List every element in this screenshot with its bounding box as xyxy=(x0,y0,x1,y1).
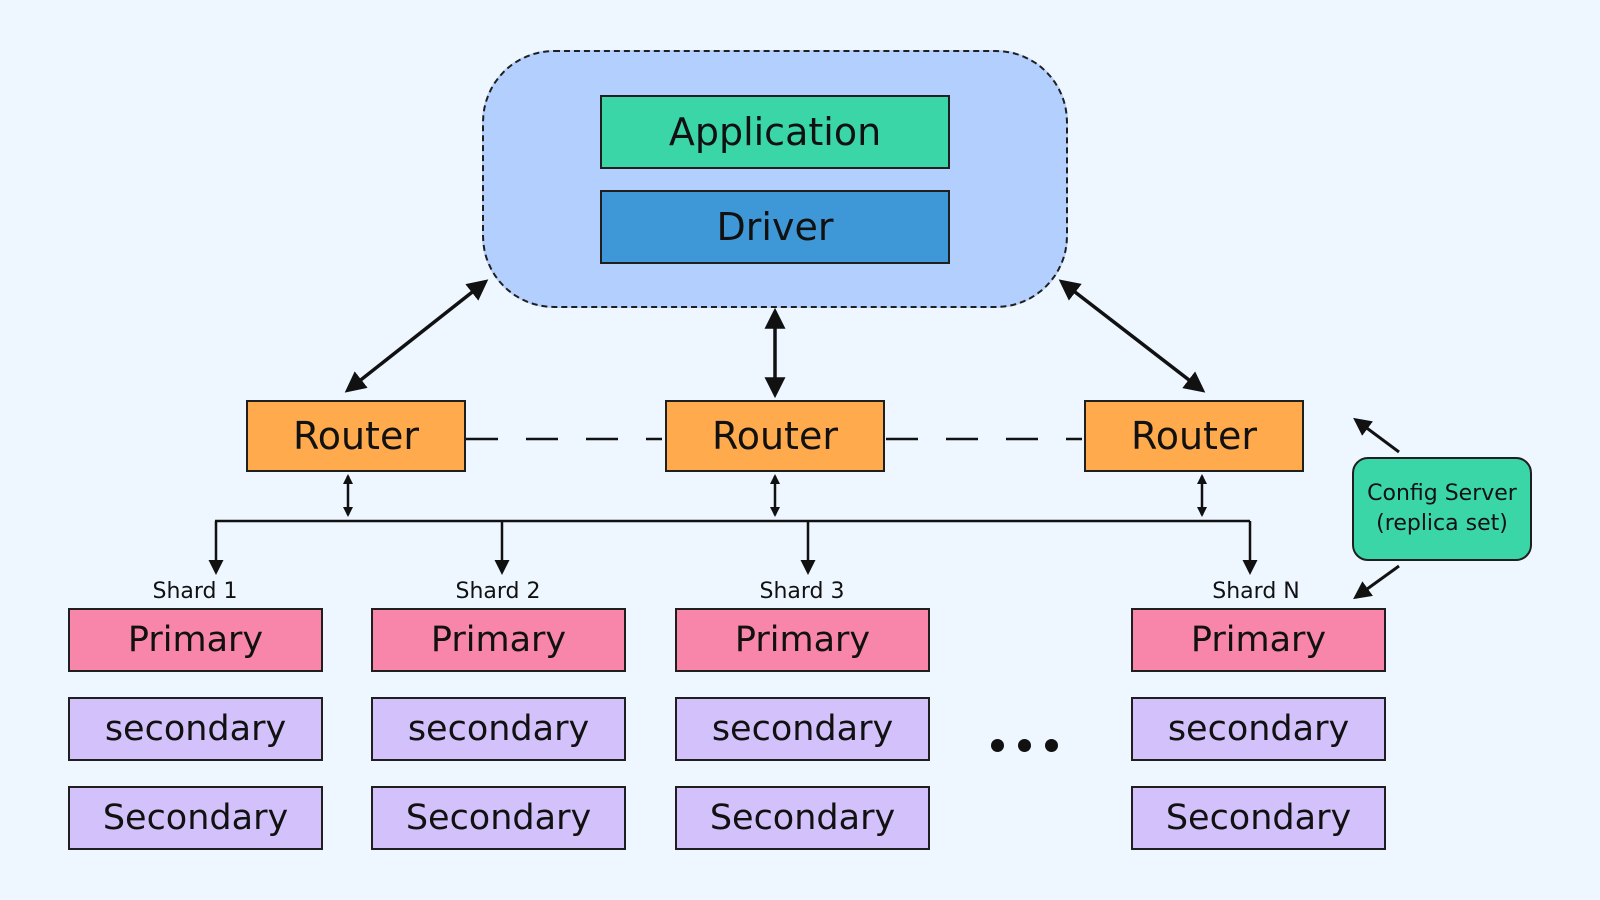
router-label: Router xyxy=(1131,414,1257,458)
ellipsis-dot xyxy=(1045,739,1058,752)
secondary-label: secondary xyxy=(407,709,590,749)
ellipsis-dot xyxy=(991,739,1004,752)
secondary-label: Secondary xyxy=(102,798,289,838)
shard-n-secondary-2: Secondary xyxy=(1131,786,1386,850)
config-server-subtitle: (replica set) xyxy=(1376,511,1508,536)
primary-label: Primary xyxy=(127,620,264,660)
router-label: Router xyxy=(293,414,419,458)
secondary-label: Secondary xyxy=(1165,798,1352,838)
shard-1-label: Shard 1 xyxy=(152,579,238,604)
driver-label: Driver xyxy=(716,205,834,249)
primary-label: Primary xyxy=(430,620,567,660)
arrow-cloud-router-3 xyxy=(1058,279,1206,393)
shard-1-secondary-1: secondary xyxy=(68,697,323,761)
application-label: Application xyxy=(668,110,882,154)
shard-3-label: Shard 3 xyxy=(759,579,845,604)
shard-n-primary: Primary xyxy=(1131,608,1386,672)
secondary-label: secondary xyxy=(104,709,287,749)
shard-1-secondary-2: Secondary xyxy=(68,786,323,850)
shard-2-secondary-1: secondary xyxy=(371,697,626,761)
ellipsis-dot xyxy=(1018,739,1031,752)
application-box: Application xyxy=(600,95,950,169)
router-3: Router xyxy=(1084,400,1304,472)
shard-1-primary: Primary xyxy=(68,608,323,672)
secondary-label: Secondary xyxy=(709,798,896,838)
router-label: Router xyxy=(712,414,838,458)
shard-3-secondary-1: secondary xyxy=(675,697,930,761)
config-server: Config Server (replica set) xyxy=(1352,457,1532,561)
router-1: Router xyxy=(246,400,466,472)
driver-box: Driver xyxy=(600,190,950,264)
shard-2-primary: Primary xyxy=(371,608,626,672)
shard-3-primary: Primary xyxy=(675,608,930,672)
arrow-config-to-shard xyxy=(1353,564,1400,600)
secondary-label: secondary xyxy=(1167,709,1350,749)
config-server-title: Config Server xyxy=(1367,481,1517,506)
arrow-config-to-router xyxy=(1353,417,1400,454)
shard-n-secondary-1: secondary xyxy=(1131,697,1386,761)
secondary-label: secondary xyxy=(711,709,894,749)
primary-label: Primary xyxy=(1190,620,1327,660)
client-environment xyxy=(482,50,1068,308)
primary-label: Primary xyxy=(734,620,871,660)
secondary-label: Secondary xyxy=(405,798,592,838)
shard-2-secondary-2: Secondary xyxy=(371,786,626,850)
shard-n-label: Shard N xyxy=(1212,579,1300,604)
shard-2-label: Shard 2 xyxy=(455,579,541,604)
arrow-cloud-router-1 xyxy=(344,279,489,393)
shard-3-secondary-2: Secondary xyxy=(675,786,930,850)
router-2: Router xyxy=(665,400,885,472)
